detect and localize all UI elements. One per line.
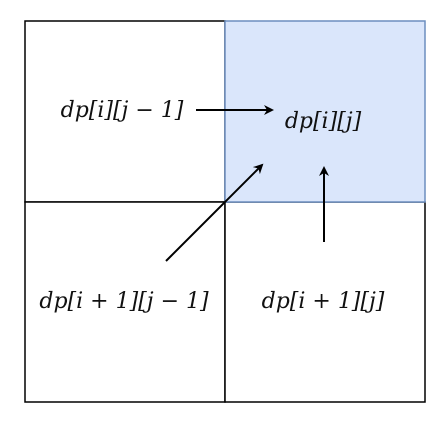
label-dp-i-j-minus-1: dp[i][j − 1] bbox=[61, 98, 184, 123]
cell-top-left bbox=[24, 20, 226, 203]
label-dp-i-j: dp[i][j] bbox=[285, 109, 362, 134]
label-dp-i-plus-1-j: dp[i + 1][j] bbox=[262, 289, 385, 314]
label-dp-i-plus-1-j-minus-1: dp[i + 1][j − 1] bbox=[39, 289, 209, 314]
arrow-diagonal-to-target bbox=[165, 163, 264, 262]
